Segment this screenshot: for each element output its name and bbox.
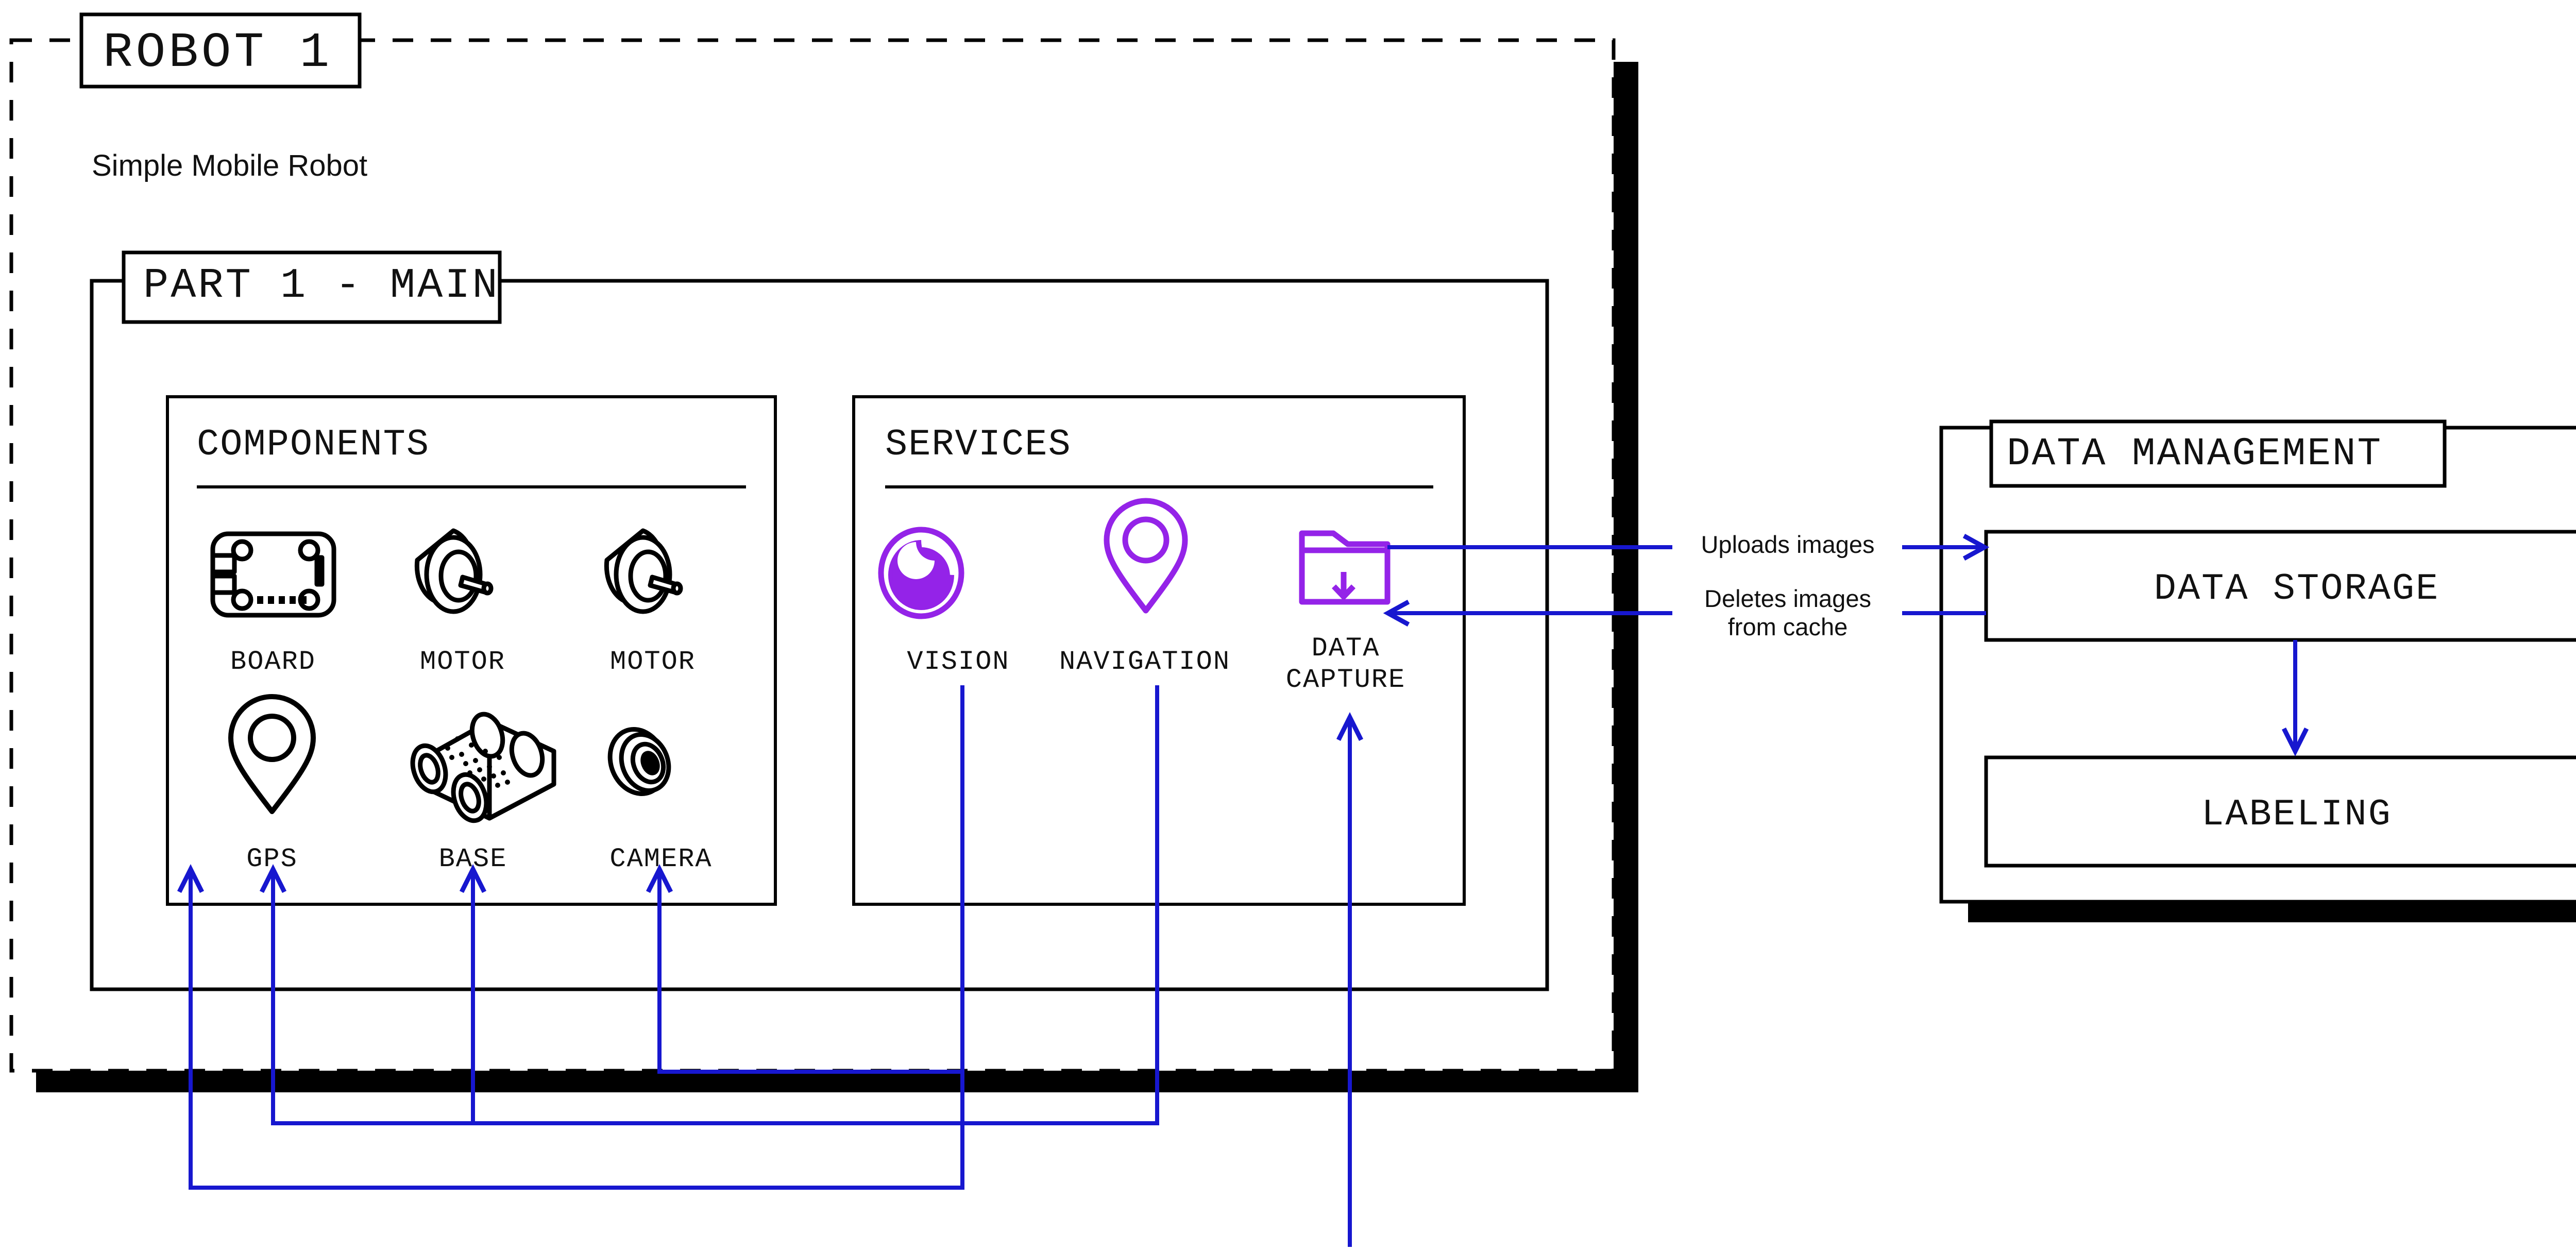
wire-navigation-to-gps	[271, 685, 1159, 1125]
robot-subtitle: Simple Mobile Robot	[92, 149, 368, 182]
labeling-block-label: LABELING	[2201, 793, 2392, 836]
part-title: PART 1 - MAIN	[143, 262, 500, 310]
component-label-motor-1: MOTOR	[419, 647, 506, 677]
connection-label-deletes-images: Deletes images from cache	[1704, 585, 1871, 641]
camera-lens-icon	[607, 727, 671, 796]
connection-label-uploads-images: Uploads images	[1701, 531, 1875, 558]
wire-navigation-to-base-arrowhead	[459, 864, 487, 893]
part-title-plate-bg	[122, 250, 502, 324]
wire-vision-to-camera	[189, 685, 964, 1190]
wire-vision-to-camera-arrowhead	[177, 864, 205, 893]
labeling-block-border	[1984, 755, 2576, 868]
component-label-base: BASE	[438, 844, 507, 874]
eye-icon	[878, 527, 964, 619]
data-management-title: DATA MANAGEMENT	[2007, 432, 2383, 476]
rover-base-icon	[410, 712, 556, 823]
service-label-vision: VISION	[907, 647, 1010, 677]
wire-data-capture-feed-arrowhead	[1336, 712, 1364, 741]
components-panel-heading: COMPONENTS	[197, 424, 430, 466]
service-label-navigation: NAVIGATION	[1059, 647, 1231, 677]
map-pin-icon	[1104, 498, 1188, 614]
wire-uploads-images-arrowhead	[1962, 534, 1990, 561]
motor-icon	[414, 528, 494, 614]
robot-title: ROBOT 1	[103, 25, 333, 81]
wire-layer	[177, 534, 2309, 1247]
data-storage-block-border	[1984, 530, 2576, 642]
circuit-board-pin-header	[257, 596, 307, 604]
map-pin-icon	[228, 694, 316, 814]
data-storage-block-label: DATA STORAGE	[2154, 568, 2440, 610]
component-label-motor-2: MOTOR	[609, 647, 696, 677]
folder-download-icon	[1299, 530, 1391, 605]
rover-base-deck-dots	[445, 736, 510, 788]
services-panel-heading: SERVICES	[885, 424, 1072, 466]
motor-icon	[604, 528, 683, 614]
wire-storage-to-labeling-arrowhead	[2281, 727, 2309, 757]
circuit-board-icon	[210, 531, 336, 618]
wire-camera-to-data-capture	[657, 873, 962, 1074]
component-label-board: BOARD	[230, 647, 316, 677]
wire-navigation-to-gps-arrowhead	[259, 864, 287, 893]
wire-deletes-images-arrowhead	[1383, 600, 1410, 627]
service-label-data-capture: DATA CAPTURE	[1285, 633, 1406, 696]
component-label-gps: GPS	[246, 844, 298, 874]
robot-title-plate-bg	[79, 12, 362, 89]
data-management-title-plate-bg	[1989, 419, 2447, 488]
wire-camera-to-data-capture-arrowhead	[646, 864, 673, 893]
component-label-camera: CAMERA	[609, 844, 713, 874]
